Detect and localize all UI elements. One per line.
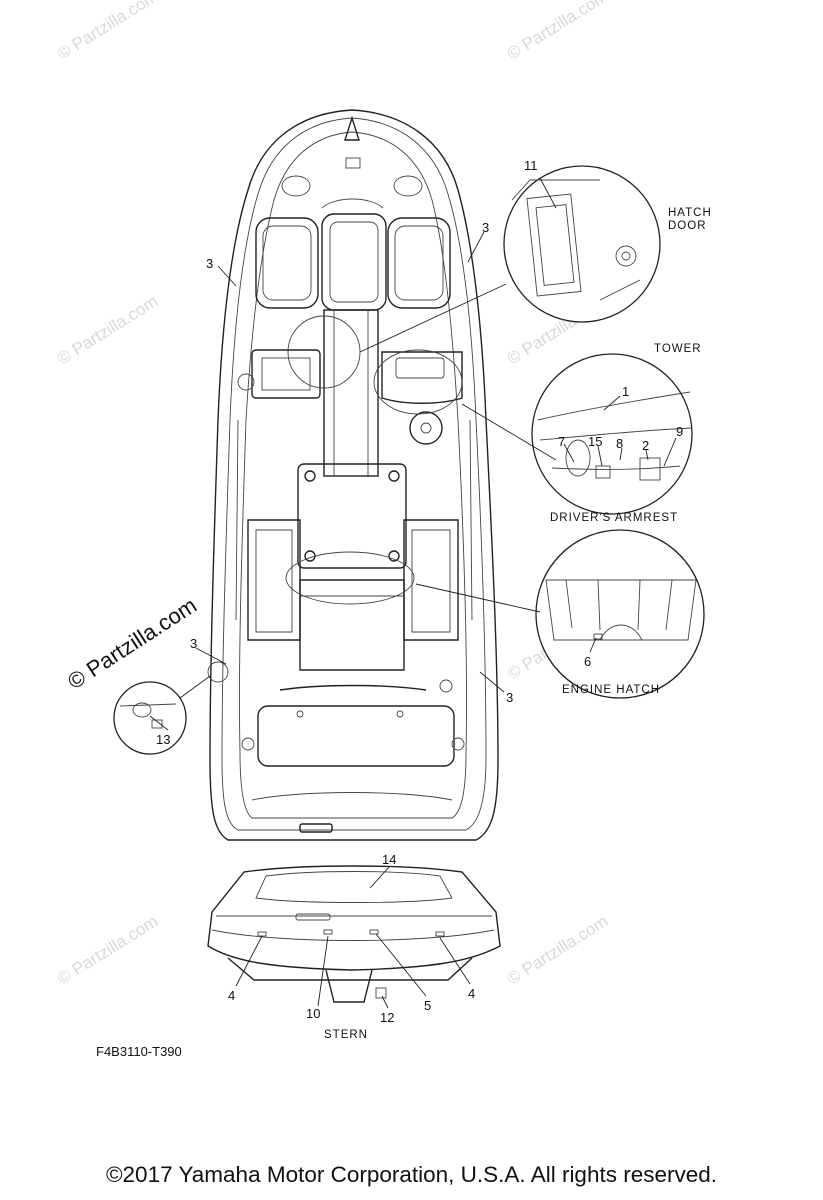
callout-captions: HATCH DOOR TOWER DRIVER'S ARMREST ENGINE… [96,207,712,1059]
ref-number: 7 [558,434,565,449]
ref-number: 4 [468,986,475,1001]
ref-number: 4 [228,988,235,1003]
drivers-armrest-detail [461,353,693,515]
engine-hatch-detail [415,529,705,699]
stern-view [207,865,501,1003]
ref-number: 10 [306,1006,320,1021]
watermark: © Partzilla.com [54,292,161,369]
hatch-door-caption: HATCH [668,207,712,219]
ref-number: 14 [382,852,396,867]
watermark: © Partzilla.com [54,912,161,989]
ref-number: 15 [588,434,602,449]
ref-number: 2 [642,438,649,453]
watermark: © Partzilla.com [504,0,611,63]
stern-caption: STERN [324,1029,368,1041]
copyright-footer: ©2017 Yamaha Motor Corporation, U.S.A. A… [105,1162,718,1187]
watermark-large: © Partzilla.com [63,592,201,694]
ref-number: 3 [482,220,489,235]
side-detail-13 [113,675,211,755]
leader-lines [149,231,677,1009]
boat-top-view [207,109,499,841]
ref-number: 3 [506,690,513,705]
reference-numbers: 11 3 3 1 7 15 8 2 9 6 3 3 13 14 4 10 5 1… [156,158,683,1025]
watermark: © Partzilla.com [504,912,611,989]
watermark: © Partzilla.com [54,0,161,63]
ref-number: 12 [380,1010,394,1025]
tower-caption: TOWER [654,343,702,355]
ref-number: 13 [156,732,170,747]
ref-number: 6 [584,654,591,669]
ref-number: 8 [616,436,623,451]
ref-number: 9 [676,424,683,439]
hatch-door-caption: DOOR [668,220,707,232]
ref-number: 11 [524,158,538,173]
ref-number: 3 [206,256,213,271]
engine-hatch-caption: ENGINE HATCH [562,684,660,696]
drivers-armrest-caption: DRIVER'S ARMREST [550,512,678,524]
ref-number: 3 [190,636,197,651]
hatch-door-detail [359,165,661,353]
part-code: F4B3110-T390 [96,1044,182,1059]
ref-number: 5 [424,998,431,1013]
ref-number: 1 [622,384,629,399]
